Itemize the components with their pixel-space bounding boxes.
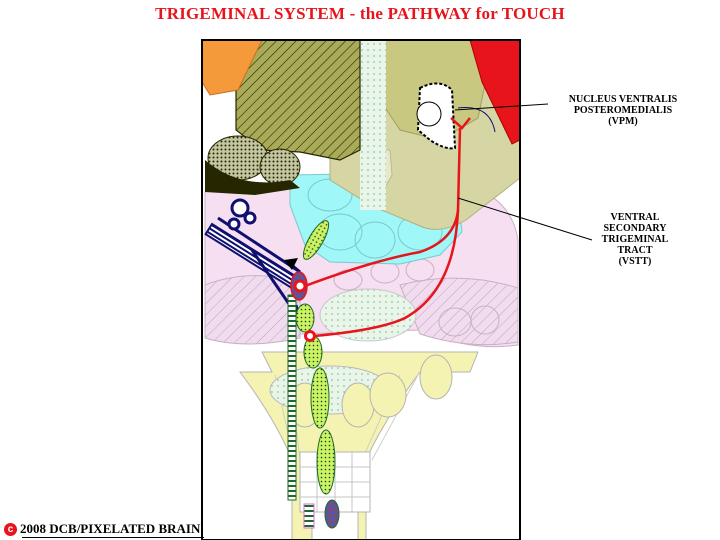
vstt-label-line-5: (VSTT) xyxy=(618,256,652,267)
copyright-icon: c xyxy=(4,523,17,536)
vstt-leader-line xyxy=(457,197,593,241)
vpm-nucleus xyxy=(416,82,496,150)
vstt-pathway xyxy=(304,127,462,338)
vstt-label: VENTRAL SECONDARY TRIGEMINAL TRACT (VSTT… xyxy=(580,212,690,267)
copyright-underline xyxy=(22,537,205,538)
red-region xyxy=(469,40,520,145)
vpm-label-line-3: (VPM) xyxy=(608,116,638,127)
medulla-region xyxy=(202,300,520,540)
vstt-label-line-4: TRACT xyxy=(617,245,653,256)
diagram-frame xyxy=(201,39,521,540)
copyright-text: 2008 DCB/PIXELATED BRAIN xyxy=(20,521,201,536)
vpm-label-line-1: NUCLEUS VENTRALIS xyxy=(568,94,678,105)
vstt-label-line-3: TRIGEMINAL xyxy=(601,234,669,245)
vpm-label: NUCLEUS VENTRALIS POSTEROMEDIALIS (VPM) xyxy=(548,94,698,127)
vstt-label-line-1: VENTRAL xyxy=(610,212,660,223)
page-title: TRIGEMINAL SYSTEM - the PATHWAY for TOUC… xyxy=(155,4,565,23)
vpm-label-line-2: POSTEROMEDIALIS xyxy=(573,105,673,116)
striped-region xyxy=(205,40,361,195)
vpm-leader-line xyxy=(454,103,549,111)
orange-region xyxy=(202,40,263,96)
vstt-label-line-2: SECONDARY xyxy=(603,223,667,234)
